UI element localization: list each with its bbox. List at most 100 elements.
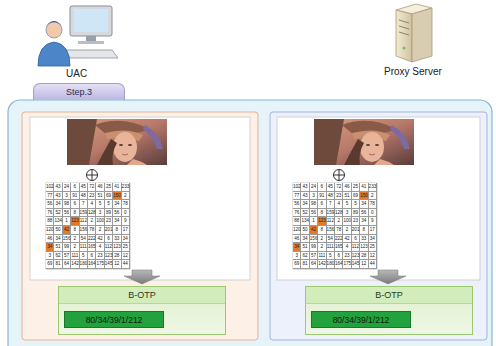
table-cell: 44 (122, 260, 130, 269)
grid-frame-part (293, 183, 377, 269)
table-cell: 233 (122, 183, 130, 192)
table-cell: 76 (293, 209, 301, 218)
table-cell: 102 (46, 183, 54, 192)
table-cell: 2 (335, 217, 343, 226)
table-cell: 69 (293, 260, 301, 269)
table-cell: 7 (327, 200, 335, 209)
table-cell: 201 (352, 226, 360, 235)
table-cell: 54 (327, 235, 335, 244)
table-cell: 25 (369, 243, 377, 252)
table-cell: 43 (54, 192, 62, 201)
table-cell: 46 (343, 183, 351, 192)
table-cell: 3 (293, 252, 301, 261)
lena-image-part (67, 119, 167, 165)
table-cell: 128 (335, 209, 343, 218)
table-cell: 34 (46, 243, 54, 252)
table-cell: 12 (113, 260, 121, 269)
table-cell: 88 (46, 217, 54, 226)
table-cell: 8 (360, 226, 368, 235)
table-cell: 175 (343, 260, 351, 269)
xor-symbol-part (92, 170, 93, 181)
table-cell: 34 (113, 200, 121, 209)
proxy-server-icon (396, 4, 432, 62)
table-cell: 17 (122, 226, 130, 235)
table-cell: 62 (301, 252, 309, 261)
table-cell: 54 (80, 235, 88, 244)
table-cell: 25 (105, 183, 113, 192)
table-cell: 51 (343, 192, 351, 201)
b-otp-box: B-OTP 80/34/39/1/212 (58, 286, 226, 335)
table-cell: 8 (318, 226, 326, 235)
user-computer-icon-part (46, 22, 62, 38)
table-cell: 78 (122, 200, 130, 209)
table-cell: 43 (301, 192, 309, 201)
table-cell: 34 (301, 200, 309, 209)
table-cell: 112 (327, 217, 335, 226)
table-cell: 91 (71, 192, 79, 201)
table-cell: 4 (343, 243, 351, 252)
xor-symbol (87, 170, 345, 181)
table-cell: 56 (46, 200, 54, 209)
down-arrow-part (124, 270, 160, 284)
table-cell: 2 (122, 192, 130, 201)
table-cell: 4 (335, 200, 343, 209)
table-cell: 180 (80, 260, 88, 269)
table-cell: 123 (71, 217, 79, 226)
table-cell: 120 (46, 226, 54, 235)
table-cell: 64 (310, 260, 318, 269)
table-cell: 112 (352, 243, 360, 252)
table-cell: 123 (105, 252, 113, 261)
table-cell: 34 (293, 243, 301, 252)
table-cell: 6 (71, 200, 79, 209)
table-cell: 17 (369, 226, 377, 235)
table-cell: 52 (54, 209, 62, 218)
table-cell: 180 (327, 260, 335, 269)
table-cell: 89 (352, 209, 360, 218)
user-computer-icon-part (86, 36, 96, 41)
table-cell: 41 (360, 183, 368, 192)
table-cell: 48 (80, 192, 88, 201)
lena-image (67, 119, 414, 165)
table-cell: 56 (113, 209, 121, 218)
table-cell: 12 (122, 252, 130, 261)
table-cell: 34 (54, 235, 62, 244)
table-cell: 159 (327, 209, 335, 218)
table-cell: 23 (105, 217, 113, 226)
xor-symbol-part (339, 170, 340, 181)
b-otp-title: B-OTP (59, 287, 225, 304)
table-cell: 33 (360, 235, 368, 244)
table-cell: 123 (318, 217, 326, 226)
table-cell: 46 (96, 183, 104, 192)
table-cell: 51 (96, 192, 104, 201)
table-cell: 78 (369, 200, 377, 209)
otp-value-box: 80/34/39/1/212 (64, 311, 164, 328)
table-cell: 8 (71, 209, 79, 218)
b-otp-box: B-OTP80/34/39/1/212 (305, 286, 473, 335)
table-cell: 7 (80, 200, 88, 209)
table-cell: 164 (335, 260, 343, 269)
step-panel (8, 100, 492, 346)
table-cell: 156 (80, 226, 88, 235)
table-cell: 5 (352, 200, 360, 209)
table-cell: 56 (310, 209, 318, 218)
table-cell: 28 (360, 252, 368, 261)
table-cell: 28 (113, 252, 121, 261)
table-cell: 42 (63, 226, 71, 235)
table-cell: 4 (88, 200, 96, 209)
table-cell: 1 (63, 217, 71, 226)
table-cell: 142 (71, 260, 79, 269)
table-cell: 81 (54, 260, 62, 269)
table-cell: 2 (318, 235, 326, 244)
table-cell: 134 (54, 217, 62, 226)
table-cell: 45 (80, 183, 88, 192)
table-cell: 23 (96, 252, 104, 261)
user-computer-icon-part (78, 41, 104, 44)
table-cell: 123 (360, 243, 368, 252)
table-cell: 123 (113, 243, 121, 252)
table-cell: 99 (63, 243, 71, 252)
table-cell: 6 (352, 235, 360, 244)
table-cell: 57 (63, 252, 71, 261)
grid-frame-part (46, 183, 130, 269)
table-cell: 77 (46, 192, 54, 201)
